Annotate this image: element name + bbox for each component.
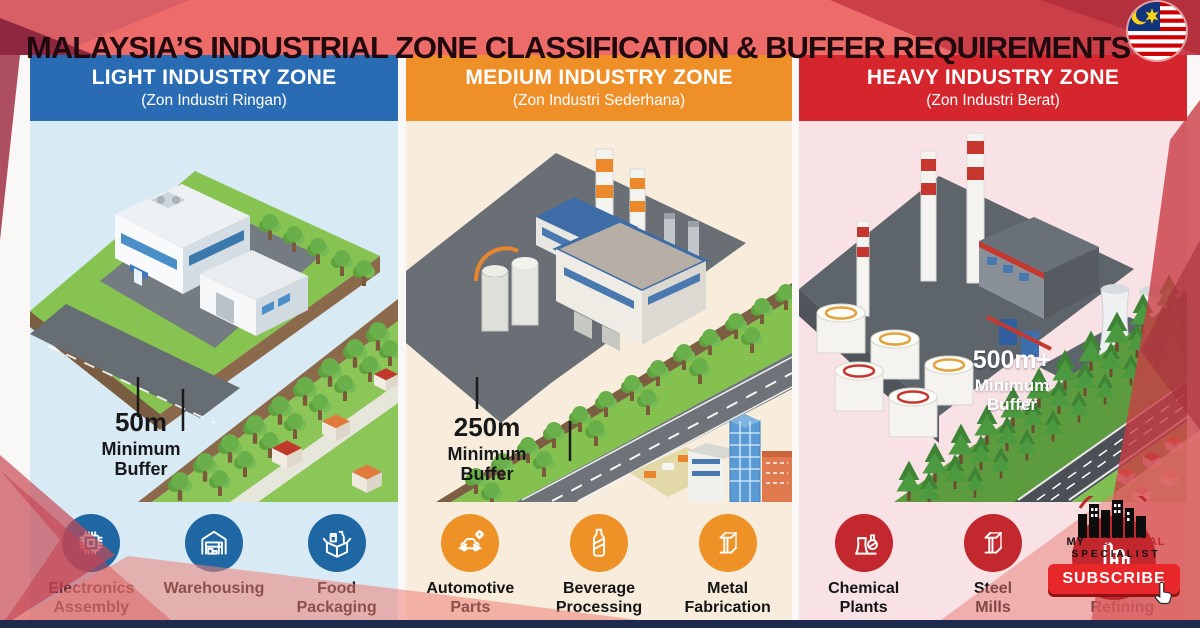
industry-label: Food Packaging bbox=[296, 580, 377, 616]
buffer-caption: Minimum Buffer bbox=[447, 444, 527, 485]
brand-name-line1: MY INDUSTRIAL bbox=[1040, 536, 1192, 548]
zone-heavy-illustration bbox=[799, 132, 1187, 502]
industry-label: Metal Fabrication bbox=[684, 580, 771, 616]
industry-label: Chemical Plants bbox=[828, 580, 900, 616]
industries-medium: Automotive Parts Beverage Processing bbox=[406, 502, 792, 620]
zone-card-medium: MEDIUM INDUSTRY ZONE (Zon Industri Seder… bbox=[406, 55, 792, 620]
industry-label: Electronics Assembly bbox=[48, 580, 135, 616]
buffer-label-heavy: 500m+ Minimum Buffer bbox=[942, 346, 1082, 414]
buffer-label-medium: 250m Minimum Buffer bbox=[417, 412, 557, 485]
buffer-distance: 500m+ bbox=[972, 346, 1052, 374]
metal-beam-icon bbox=[698, 514, 757, 572]
industry-item: Food Packaging bbox=[276, 514, 397, 618]
industry-item: Beverage Processing bbox=[535, 514, 662, 618]
chemical-plant-icon bbox=[834, 514, 893, 572]
zone-header-light: LIGHT INDUSTRY ZONE (Zon Industri Ringan… bbox=[30, 55, 398, 121]
zone-light-illustration bbox=[30, 171, 398, 502]
microchip-icon bbox=[62, 514, 121, 572]
zone-header-medium: MEDIUM INDUSTRY ZONE (Zon Industri Seder… bbox=[406, 55, 792, 121]
zone-title: LIGHT INDUSTRY ZONE bbox=[91, 66, 337, 89]
malaysia-flag-icon bbox=[1128, 2, 1186, 60]
food-package-icon bbox=[307, 514, 366, 572]
industry-item: Warehousing bbox=[153, 514, 274, 599]
industry-item: Electronics Assembly bbox=[31, 514, 152, 618]
brand-name-line2: SPECIALIST bbox=[1071, 549, 1161, 560]
page-title: MALAYSIA’S INDUSTRIAL ZONE CLASSIFICATIO… bbox=[26, 30, 1131, 66]
zone-card-light: LIGHT INDUSTRY ZONE (Zon Industri Ringan… bbox=[30, 55, 398, 620]
warehouse-icon bbox=[184, 514, 243, 572]
brand-logo: MY INDUSTRIAL SPECIALIST SUBSCRIBE bbox=[1040, 486, 1192, 608]
car-gear-icon bbox=[441, 514, 500, 572]
industry-item: Metal Fabrication bbox=[664, 514, 791, 618]
title-band bbox=[0, 0, 1200, 55]
industry-label: Beverage Processing bbox=[555, 580, 643, 616]
zone-medium-illustration bbox=[406, 148, 792, 502]
buffer-caption: Minimum Buffer bbox=[974, 376, 1050, 415]
zone-title: HEAVY INDUSTRY ZONE bbox=[866, 66, 1120, 89]
industry-item: Steel Mills bbox=[929, 514, 1057, 618]
zone-subtitle: (Zon Industri Sederhana) bbox=[512, 92, 686, 109]
buffer-caption: Minimum Buffer bbox=[101, 439, 181, 480]
buffer-distance: 250m bbox=[453, 412, 521, 442]
zone-subtitle: (Zon Industri Berat) bbox=[926, 92, 1060, 109]
industry-item: Automotive Parts bbox=[407, 514, 534, 618]
zone-title: MEDIUM INDUSTRY ZONE bbox=[465, 66, 733, 89]
brand-word-my: MY bbox=[1066, 536, 1085, 548]
industry-label: Warehousing bbox=[163, 580, 265, 597]
brand-word-industrial: INDUSTRIAL bbox=[1088, 536, 1166, 548]
zone-subtitle: (Zon Industri Ringan) bbox=[141, 92, 287, 109]
hand-cursor-icon bbox=[1152, 580, 1178, 606]
industries-light: Electronics Assembly Warehousing bbox=[30, 502, 398, 620]
industry-item: Chemical Plants bbox=[800, 514, 928, 618]
industry-label: Steel Mills bbox=[973, 580, 1013, 616]
buffer-distance: 50m bbox=[114, 407, 168, 437]
bottle-icon bbox=[569, 514, 628, 572]
steel-beam-icon bbox=[963, 514, 1022, 572]
buffer-label-light: 50m Minimum Buffer bbox=[71, 407, 211, 480]
footer-strip bbox=[0, 620, 1200, 628]
industry-label: Automotive Parts bbox=[426, 580, 515, 616]
